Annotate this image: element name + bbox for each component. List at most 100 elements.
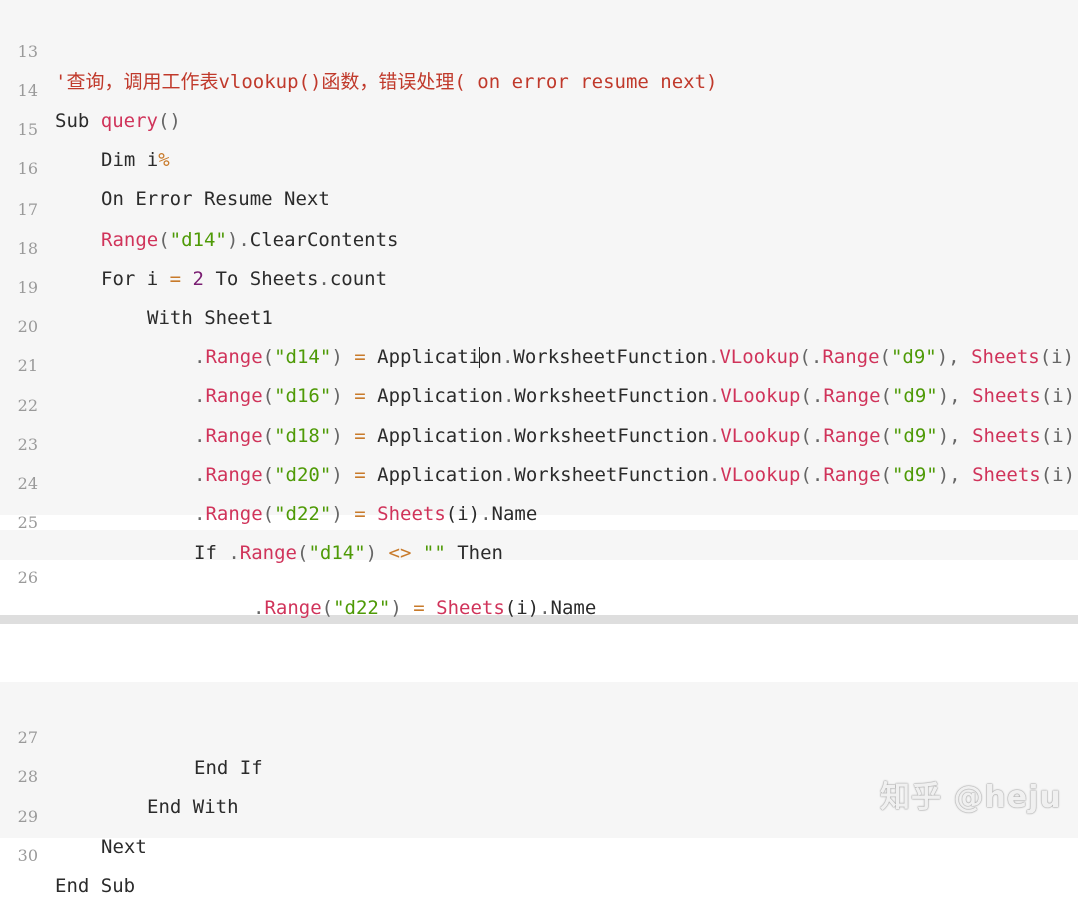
- identifier: WorksheetFunction: [513, 346, 708, 368]
- code-line-17: 17 Range("d14").ClearContents: [0, 165, 1078, 251]
- line-number: 24: [17, 474, 38, 493]
- number-literal: 2: [192, 268, 204, 290]
- function-name: Range: [101, 229, 159, 251]
- function-name: VLookup: [720, 425, 801, 447]
- punctuation: .: [501, 346, 514, 368]
- punctuation: .: [502, 425, 515, 447]
- code-line-23: 23 .Range("d20") = Application.Worksheet…: [0, 400, 1078, 486]
- punctuation: ): [365, 542, 378, 564]
- punctuation: (: [321, 597, 334, 619]
- punctuation: (.: [799, 346, 823, 368]
- keyword: On Error Resume Next: [101, 188, 330, 210]
- punctuation: (: [262, 464, 275, 486]
- punctuation: (): [157, 110, 181, 132]
- method-name: ClearContents: [249, 229, 399, 251]
- function-name: Range: [822, 346, 880, 368]
- punctuation: (.: [800, 385, 824, 407]
- line-number: 29: [17, 807, 38, 826]
- function-name: Range: [205, 385, 263, 407]
- watermark: 知乎 @heju: [880, 780, 1062, 815]
- code-block-bottom: [0, 682, 1078, 838]
- punctuation: .: [502, 385, 515, 407]
- function-name: VLookup: [719, 346, 800, 368]
- keyword: To Sheets: [204, 268, 319, 290]
- punctuation: (i): [1040, 385, 1076, 407]
- code-block-top: [0, 0, 1078, 515]
- code-line-28: 28 End With: [0, 732, 1078, 818]
- function-name: query: [100, 110, 158, 132]
- punctuation: ): [226, 229, 239, 251]
- string-literal: "d9": [890, 346, 937, 368]
- operator: %: [158, 149, 170, 171]
- punctuation: .: [238, 229, 250, 251]
- code-line-18: 18 For i = 2 To Sheets.count: [0, 204, 1078, 290]
- string-literal: "d18": [274, 425, 332, 447]
- text-cursor: [479, 347, 481, 368]
- code-line-26: 26 .Range("d22") = Sheets(i).Name: [0, 533, 1078, 619]
- punctuation: .: [708, 464, 721, 486]
- string-literal: "d9": [891, 464, 938, 486]
- code-line-19: 19 With Sheet1: [0, 243, 1078, 329]
- function-name: Range: [205, 503, 263, 525]
- line-number: 15: [17, 120, 38, 139]
- punctuation: (i): [1040, 464, 1076, 486]
- line-number: 27: [17, 728, 38, 747]
- punctuation: (: [880, 425, 892, 447]
- function-name: Sheets: [377, 503, 446, 525]
- keyword: With Sheet1: [147, 307, 273, 329]
- punctuation: (: [158, 229, 170, 251]
- code-line-14: 14 Sub query(): [0, 46, 1078, 132]
- property-name: Name: [550, 597, 597, 619]
- line-number: 18: [17, 239, 38, 258]
- keyword: Dim i: [101, 149, 159, 171]
- code-block-middle: [0, 530, 1078, 560]
- punctuation: ): [331, 464, 343, 486]
- line-number: 26: [17, 568, 38, 587]
- keyword: End If: [194, 757, 263, 779]
- punctuation: ): [331, 346, 343, 368]
- function-name: VLookup: [720, 464, 801, 486]
- function-name: Range: [205, 346, 263, 368]
- string-literal: "d14": [169, 229, 227, 251]
- function-name: Range: [823, 425, 881, 447]
- string-literal: "d14": [308, 542, 366, 564]
- string-literal: "d22": [333, 597, 391, 619]
- punctuation: .: [539, 597, 551, 619]
- punctuation: .: [194, 503, 206, 525]
- punctuation: .: [480, 503, 492, 525]
- punctuation: (i): [1040, 425, 1076, 447]
- line-number: 22: [17, 396, 38, 415]
- identifier: Application: [377, 385, 503, 407]
- punctuation: (.: [800, 425, 824, 447]
- keyword: End With: [147, 796, 239, 818]
- code-line-27: 27 End If: [0, 693, 1078, 779]
- identifier: Application: [377, 425, 503, 447]
- punctuation: ),: [936, 346, 972, 368]
- string-literal: "d16": [274, 385, 332, 407]
- line-number: 21: [17, 356, 38, 375]
- operator: =: [413, 597, 425, 619]
- identifier: Application: [377, 464, 503, 486]
- comment-text: '查询，调用工作表vlookup()函数，错误处理( on error resu…: [55, 71, 718, 93]
- punctuation: .: [228, 542, 240, 564]
- function-name: Sheets: [972, 385, 1041, 407]
- code-line-21: 21 .Range("d16") = Application.Worksheet…: [0, 321, 1078, 407]
- code-line-22: 22 .Range("d18") = Application.Worksheet…: [0, 361, 1078, 447]
- function-name: Range: [239, 542, 297, 564]
- function-name: Sheets: [972, 464, 1041, 486]
- punctuation: .: [194, 425, 206, 447]
- string-literal: "d9": [891, 425, 938, 447]
- line-number: 25: [17, 513, 38, 532]
- punctuation: ): [331, 503, 343, 525]
- operator: =: [354, 346, 366, 368]
- string-literal: "d9": [891, 385, 938, 407]
- operator: =: [169, 268, 182, 290]
- identifier: (i): [445, 503, 481, 525]
- line-number: 28: [17, 767, 38, 786]
- identifier: WorksheetFunction: [514, 464, 709, 486]
- line-number: 14: [17, 81, 38, 100]
- punctuation: (: [879, 346, 891, 368]
- punctuation: (: [262, 346, 275, 368]
- punctuation: .: [708, 425, 721, 447]
- identifier: (i): [504, 597, 540, 619]
